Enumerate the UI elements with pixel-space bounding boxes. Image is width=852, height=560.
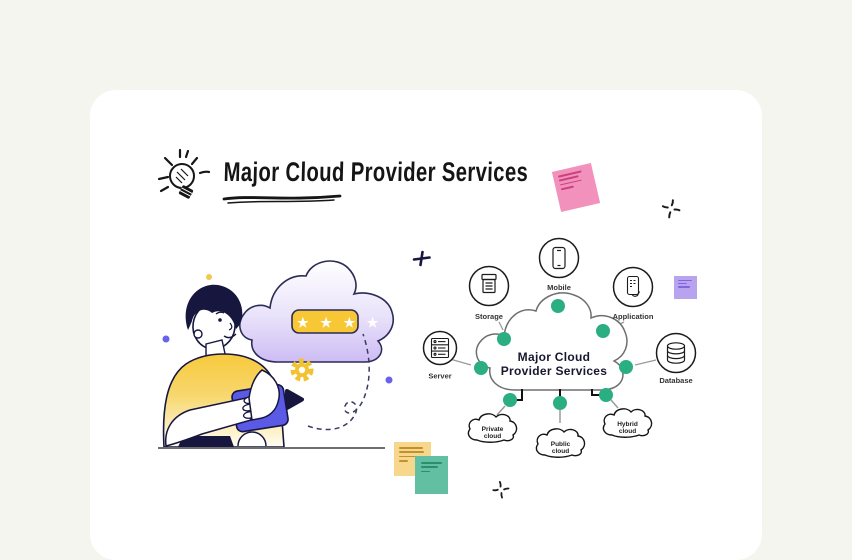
central-cloud-label-line1: Major Cloud [518,350,591,364]
person-ear [193,329,203,339]
play-icon [285,389,304,410]
password-stars: ★ ★ ★ ★ [297,315,382,330]
note-line [399,459,408,462]
note-line [399,455,416,458]
public-cloud-label-line1: Public [551,441,571,448]
hybrid-cloud-label-line1: Hybrid [617,421,638,428]
node-label-database: Database [659,376,692,385]
hybrid-cloud-label-line2: cloud [619,428,636,435]
page-title: Major Cloud Provider Services [223,157,529,187]
person-smile [223,333,237,339]
application-icon [626,275,640,297]
private-cloud: Private cloud [467,413,518,443]
yellow-dot [206,274,212,280]
node-server: Server [422,330,458,381]
node-label-storage: Storage [475,312,503,321]
note-line [677,286,690,288]
note-line [399,447,423,449]
cloud-services-diagram: Major Cloud Provider Services [422,237,697,458]
node-application: Application [613,266,654,321]
person-legs [178,436,234,447]
green-sticky-note [415,456,448,494]
note-line [421,462,442,464]
private-cloud-label-line1: Private [482,426,504,433]
note-line [421,466,438,469]
person-hair [185,284,243,330]
database-icon [666,342,686,364]
person [162,284,289,448]
person-right-arm [248,369,280,421]
note-line [399,451,424,454]
purple-dot [162,335,170,343]
mobile-icon [552,246,566,270]
purple-sticky-note [674,276,697,299]
server-icon [430,337,450,359]
person-illustration: ★ ★ ★ ★ [158,260,394,449]
lightbulb-icon [157,148,211,199]
person-eyebrows [215,308,237,315]
public-cloud: Public cloud [535,428,586,458]
central-cloud-label-line2: Provider Services [501,364,608,378]
gear-icon [290,358,314,382]
anger-mark-icon [661,199,681,219]
node-storage: Storage [468,265,510,321]
plus-sparkle-icon [412,250,431,267]
note-line [677,279,692,281]
hybrid-cloud: Hybrid cloud [602,408,653,438]
private-cloud-label-line2: cloud [484,433,501,440]
person-eye [218,318,222,322]
node-label-server: Server [428,372,451,381]
person-eye [231,314,235,318]
storage-icon [481,273,497,294]
dashed-flow-line [307,333,370,431]
cloud-type-stems [496,399,619,423]
connection-dots [474,299,633,410]
password-field [291,309,359,334]
public-cloud-label-line2: cloud [552,448,569,455]
node-mobile: Mobile [538,237,580,292]
anger-mark-icon [492,481,510,499]
note-line [560,185,574,191]
node-database: Database [655,332,697,385]
node-label-mobile: Mobile [547,283,571,292]
person-knee [237,431,267,447]
note-line [421,470,430,473]
title-underline [222,194,342,204]
node-label-application: Application [613,312,654,321]
note-line [677,282,687,285]
purple-dot [385,376,393,384]
person-nose [228,322,233,331]
